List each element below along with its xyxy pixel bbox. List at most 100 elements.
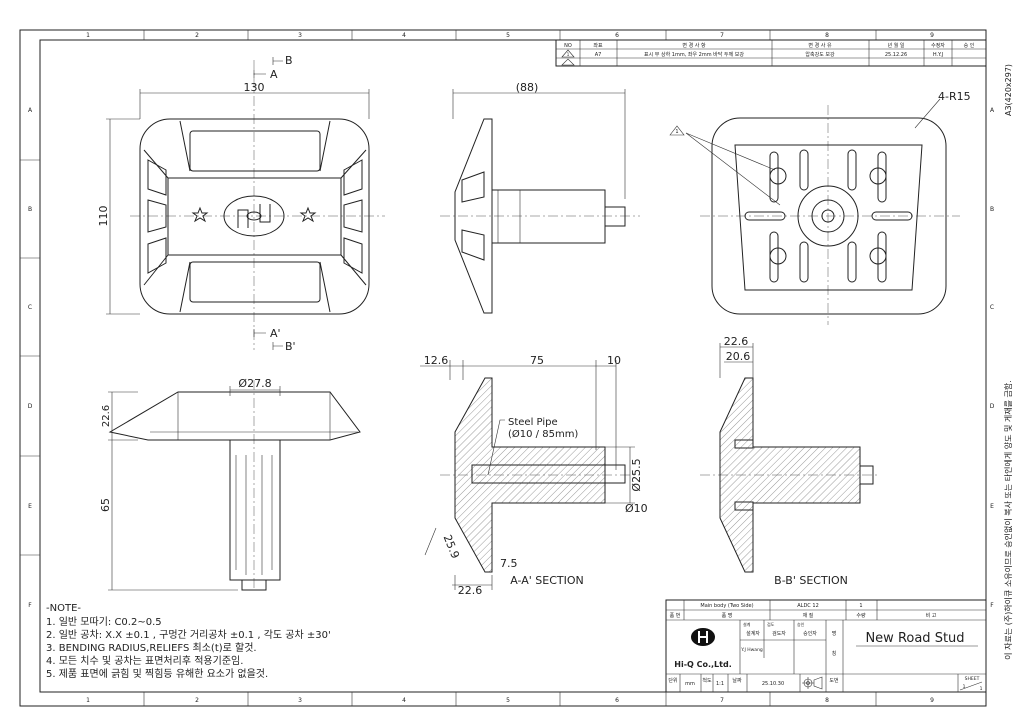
drawing-title: New Road Stud bbox=[865, 631, 964, 646]
row-label: F bbox=[990, 602, 994, 609]
col-label: 6 bbox=[615, 32, 619, 39]
dim-10: 10 bbox=[607, 354, 621, 367]
third-angle-projection-icon bbox=[802, 676, 823, 690]
section-aa-title: A-A' SECTION bbox=[510, 574, 584, 587]
row-label: B bbox=[28, 206, 32, 213]
col-label: 1 bbox=[86, 32, 90, 39]
dim-d10: Ø10 bbox=[625, 502, 648, 515]
dim-stem: 65 bbox=[99, 498, 112, 512]
rev-reason: 압축강도 보강 bbox=[805, 51, 835, 58]
col-label: 2 bbox=[195, 697, 199, 704]
dim-radius: 4-R15 bbox=[938, 90, 971, 103]
notes-title: -NOTE- bbox=[46, 603, 81, 614]
date-value: 25.10.30 bbox=[762, 681, 784, 687]
section-mark-b-prime: B' bbox=[285, 340, 296, 353]
dim-25-9: 25.9 bbox=[441, 533, 462, 561]
checker-small-label: 검도 bbox=[767, 621, 775, 627]
rev-marker: 1 bbox=[675, 129, 678, 135]
col-label: 6 bbox=[615, 697, 619, 704]
dim-height: 110 bbox=[97, 206, 110, 227]
row-label: E bbox=[990, 503, 994, 510]
col-label: 8 bbox=[825, 32, 829, 39]
sheet-number: 1 bbox=[963, 684, 966, 690]
title-block: Main body (Two Side) ALDC 12 1 품 번 품 명 재… bbox=[665, 599, 987, 693]
section-aa-view: 12.6 75 10 Steel Pipe (Ø10 / 85mm) Ø25.5… bbox=[420, 354, 648, 597]
note-item: 5. 제품 표면에 긁힘 및 찍힘등 유해한 요소가 없을것. bbox=[46, 667, 268, 680]
company-logo bbox=[691, 628, 715, 646]
col-label: 7 bbox=[720, 697, 724, 704]
approver-small-label: 승인 bbox=[797, 621, 805, 627]
star-icon bbox=[191, 206, 209, 223]
header-part-name: 품 명 bbox=[722, 612, 733, 619]
col-label: 8 bbox=[825, 697, 829, 704]
approver-label: 승인자 bbox=[803, 630, 817, 637]
unit-label: 단위 bbox=[668, 677, 677, 684]
col-label: 9 bbox=[930, 32, 934, 39]
dim-22-6: 22.6 bbox=[458, 584, 483, 597]
checker-label: 검도자 bbox=[772, 630, 786, 637]
col-label: 3 bbox=[298, 697, 302, 704]
note-item: 4. 모든 치수 및 공차는 표면처리후 적용기준임. bbox=[46, 654, 243, 667]
header-material: 재 질 bbox=[803, 612, 814, 619]
dim-width: 130 bbox=[244, 81, 265, 94]
date-label: 날짜 bbox=[732, 677, 742, 684]
logo-emblem bbox=[223, 195, 285, 237]
callout-steel-pipe: Steel Pipe bbox=[508, 417, 558, 428]
header-qty: 수량 bbox=[856, 612, 866, 619]
rev-header: 승 인 bbox=[964, 42, 975, 49]
row-label: B bbox=[990, 206, 994, 213]
designer-small-label: 설계 bbox=[743, 621, 751, 627]
dim-7-5: 7.5 bbox=[500, 557, 518, 570]
dim-diameter: Ø27.8 bbox=[238, 377, 271, 390]
revision-triangle-icon bbox=[561, 49, 575, 58]
rev-date: 25.12.26 bbox=[885, 52, 907, 58]
dim-d25-5: Ø25.5 bbox=[630, 458, 643, 491]
star-icon bbox=[299, 206, 317, 223]
row-label: D bbox=[28, 403, 33, 410]
header-part-no: 품 번 bbox=[670, 612, 681, 619]
section-mark-a-prime: A' bbox=[270, 327, 281, 340]
scale-label: 척도 bbox=[702, 677, 712, 684]
row-label: D bbox=[990, 403, 995, 410]
rev-editor: H.Y.J bbox=[933, 52, 943, 58]
rev-header: 변 경 사 항 bbox=[682, 42, 706, 49]
top-view: B A A' B' 130 110 bbox=[97, 54, 385, 353]
sheet-total: 1 bbox=[980, 686, 983, 692]
name-label: 칭 bbox=[832, 650, 837, 657]
rev-header: NO bbox=[564, 43, 572, 49]
drawing-no-label: 도번 bbox=[829, 677, 839, 684]
section-bb-title: B-B' SECTION bbox=[774, 574, 848, 587]
dim-22-6: 22.6 bbox=[724, 335, 749, 348]
header-remark: 비 고 bbox=[926, 612, 937, 619]
dim-height: 22.6 bbox=[101, 405, 112, 427]
row-label: C bbox=[28, 304, 32, 311]
copyright-notice: 이 자료는 (주)하이큐 소유이므로 승인없이 복사 또는 타인에게 양도 및 … bbox=[1003, 380, 1013, 660]
drawing-frame: 1 2 3 4 5 6 7 8 9 1 2 3 4 5 6 7 8 9 A B … bbox=[19, 29, 1013, 707]
revision-triangle-icon bbox=[669, 125, 685, 136]
note-item: 1. 일반 모따기: C0.2~0.5 bbox=[46, 616, 162, 628]
col-label: 5 bbox=[506, 697, 510, 704]
dim-75: 75 bbox=[530, 354, 544, 367]
scale-value: 1:1 bbox=[716, 681, 724, 687]
paper-size: A3(420x297) bbox=[1004, 64, 1013, 116]
col-label: 9 bbox=[930, 697, 934, 704]
col-label: 5 bbox=[506, 32, 510, 39]
col-label: 1 bbox=[86, 697, 90, 704]
row-label: F bbox=[28, 602, 32, 609]
rev-header: 좌표 bbox=[593, 42, 603, 49]
unit-value: mm bbox=[685, 681, 695, 687]
row-label: E bbox=[28, 503, 32, 510]
side-view: (88) bbox=[440, 81, 640, 314]
notes: -NOTE- 1. 일반 모따기: C0.2~0.5 2. 일반 공차: X.X… bbox=[46, 603, 331, 680]
front-view: Ø27.8 22.6 65 bbox=[99, 377, 361, 591]
rev-change: 표시 부 상하 1mm, 좌우 2mm 바닥 두께 보강 bbox=[644, 51, 744, 58]
part-material: ALDC 12 bbox=[797, 603, 819, 609]
dim-20-6: 20.6 bbox=[726, 350, 751, 363]
rev-header: 수정자 bbox=[931, 42, 945, 49]
designer-name: Y.J Hwang bbox=[740, 647, 763, 653]
revision-triangle-icon bbox=[561, 58, 575, 66]
bottom-view: 4-R15 1 bbox=[669, 90, 971, 325]
part-name: Main body (Two Side) bbox=[700, 603, 753, 609]
row-label: A bbox=[990, 107, 995, 114]
